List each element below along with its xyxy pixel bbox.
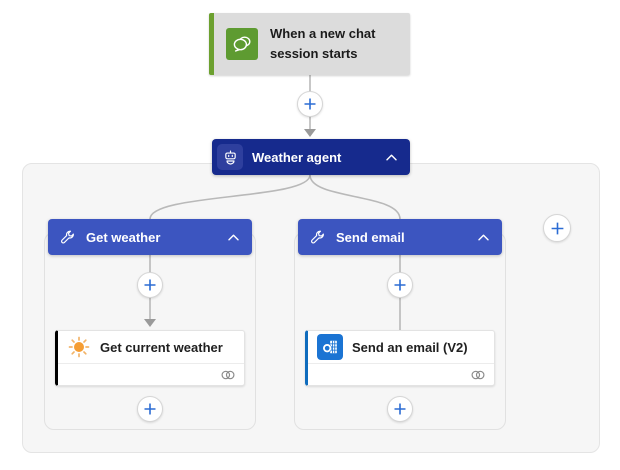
action-title: Send an email (V2) — [352, 339, 468, 355]
wrench-icon — [310, 230, 325, 245]
bot-icon — [217, 144, 243, 170]
trigger-card[interactable]: When a new chat session starts — [209, 13, 410, 75]
wrench-icon — [60, 230, 75, 245]
arrowhead-into-agent — [304, 129, 316, 137]
agent-collapse-button[interactable] — [382, 148, 400, 166]
connection-rings-icon[interactable] — [470, 369, 486, 381]
branch-header-get-weather[interactable]: Get weather — [48, 219, 252, 255]
chevron-up-icon — [477, 234, 489, 240]
branch-title: Send email — [336, 229, 405, 245]
sun-icon — [67, 335, 91, 359]
action-card-footer — [308, 363, 494, 385]
action-card-footer — [58, 363, 244, 385]
get-weather-collapse-button[interactable] — [224, 228, 242, 246]
plus-icon — [304, 98, 316, 110]
action-card-get-current-weather[interactable]: Get current weather — [55, 330, 245, 386]
agent-title: Weather agent — [252, 149, 342, 165]
connection-rings-icon[interactable] — [220, 369, 236, 381]
plus-icon — [144, 279, 156, 291]
chat-trigger-icon — [226, 28, 258, 60]
insert-step-button-get-weather[interactable] — [137, 272, 163, 298]
plus-icon — [144, 403, 156, 415]
agent-card[interactable]: Weather agent — [212, 139, 410, 175]
plus-icon — [394, 403, 406, 415]
chevron-up-icon — [227, 234, 239, 240]
action-card-row: Get current weather — [58, 331, 244, 363]
insert-step-button-top[interactable] — [297, 91, 323, 117]
trigger-title: When a new chat session starts — [270, 26, 376, 61]
send-email-collapse-button[interactable] — [474, 228, 492, 246]
add-step-button-send-email-bottom[interactable] — [387, 396, 413, 422]
outlook-icon — [317, 334, 343, 360]
plus-icon — [551, 222, 563, 234]
plus-icon — [394, 279, 406, 291]
insert-step-button-send-email[interactable] — [387, 272, 413, 298]
action-card-row: Send an email (V2) — [308, 331, 494, 363]
add-branch-button[interactable] — [543, 214, 571, 242]
branch-header-send-email[interactable]: Send email — [298, 219, 502, 255]
add-step-button-get-weather-bottom[interactable] — [137, 396, 163, 422]
branch-title: Get weather — [86, 229, 161, 245]
chevron-up-icon — [385, 154, 397, 160]
action-card-send-an-email-v2[interactable]: Send an email (V2) — [305, 330, 495, 386]
action-title: Get current weather — [100, 339, 223, 355]
